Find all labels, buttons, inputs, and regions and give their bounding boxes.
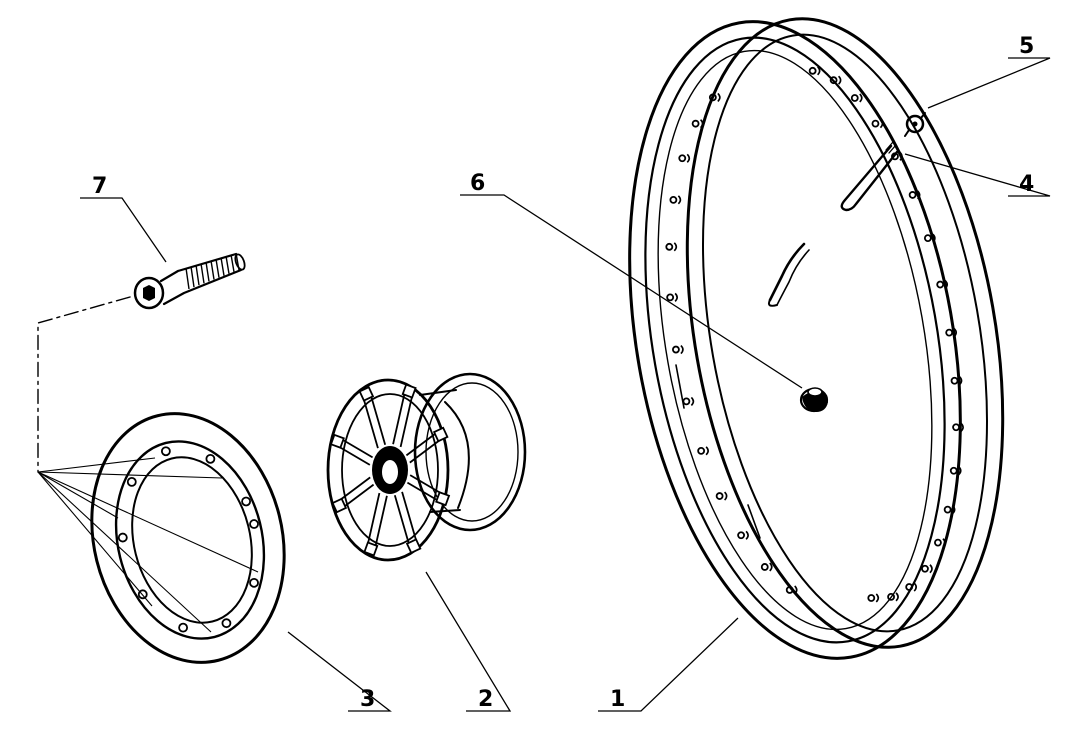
disc-bolt [133,252,246,310]
bolt-shank [159,252,243,306]
disc-hole [205,453,216,464]
spoke-hole [949,466,962,476]
brake-disc [90,412,286,664]
disc-hole [178,622,189,633]
callout-1: 1 [610,687,625,712]
bolt-fan-lines [37,457,259,633]
spoke-hole [871,119,884,129]
hub-rib [393,491,419,549]
rim-outer-back-edge [685,17,1005,649]
hub-flange-back-inner [425,382,519,522]
spoke-hole [678,153,691,163]
callout-4: 4 [1019,172,1034,197]
hub-flange-front-inner [341,393,439,547]
hub-rib [337,476,375,510]
disc-carrier-ring [114,440,266,640]
disc-outer-edge [90,412,286,664]
rim-spoke-holes [665,66,964,603]
tube-hose [768,242,806,302]
callout-7: 7 [92,174,107,199]
bolt-thread [185,252,240,290]
rim-inner-back-edge [701,33,989,633]
disc-hole [160,446,171,457]
spoke-hole [923,233,936,243]
rim-outer-front-edge [628,20,962,660]
spoke-hole [666,292,678,302]
callout-2: 2 [478,687,493,712]
hub-rib-tip [363,541,379,557]
hub-rib-tip [329,433,345,449]
spoke-hole [665,242,678,252]
inner-tube-valve [767,141,899,307]
spoke-hole [952,422,964,432]
spoke-hole [715,491,728,501]
spoke-hole [950,376,963,386]
valve-stem [840,144,899,212]
hub-body [419,389,470,513]
hub-rib-tip [331,497,348,514]
hub-rib-tip [358,386,375,402]
spoke-hole [921,564,933,574]
hub-ribs [329,383,451,557]
spoke-hole [867,593,880,603]
spoke-hole [945,328,957,338]
callout-3: 3 [360,687,375,712]
spoke-hole [669,195,682,205]
rim-inner-stroke [747,504,761,539]
spoke-hole [908,190,921,200]
valve-cap [904,112,926,137]
bolt-head [133,276,165,310]
hub-rib-tip [401,383,417,399]
hub-rib-tip [435,491,451,507]
spoke-hole [682,396,695,406]
rim-bead-line [657,49,933,631]
hub-rib [335,436,374,466]
disc-hole [249,519,259,529]
wheel-rim [628,17,1005,660]
wheel-hub [326,372,527,562]
spoke-hole [943,505,956,515]
spoke-hole [905,582,917,592]
disc-hole [221,618,232,629]
hub-flange-front [326,378,450,562]
rim-nut [799,387,829,413]
spoke-hole [808,66,821,76]
rim-inner-stroke [675,364,685,409]
spoke-hole [850,93,863,103]
hub-rib [405,430,443,464]
spoke-hole [829,75,842,85]
callout-5: 5 [1019,34,1034,59]
disc-hole [241,496,251,507]
spoke-hole [672,345,684,355]
hub-flange-back [413,372,527,532]
assembly-centerline [37,296,131,473]
spoke-hole [708,92,721,102]
hub-rib [392,389,414,448]
callout-6: 6 [470,171,485,196]
rim-inner-front-edge [644,36,946,644]
spoke-hole [697,446,709,456]
hub-rib [361,391,387,449]
spoke-hole [691,119,704,129]
callout-leaders [80,57,1051,712]
disc-hole [249,577,259,588]
spoke-hole [785,585,798,595]
spoke-hole [934,538,946,548]
hub-rib [366,492,388,551]
disc-hole [117,532,128,543]
spoke-hole [760,562,773,572]
spoke-hole [887,592,899,602]
tube-hose-end [767,299,778,307]
valve-stem-lines [885,141,897,154]
tube-hose-inner [776,249,810,306]
spoke-hole [737,530,749,540]
hub-rib [406,474,445,504]
spoke-hole [936,279,948,290]
hub-rib-tip [405,538,422,554]
disc-hole [126,476,137,487]
disc-inner-edge [131,456,253,624]
hub-rib-tip [432,426,449,443]
